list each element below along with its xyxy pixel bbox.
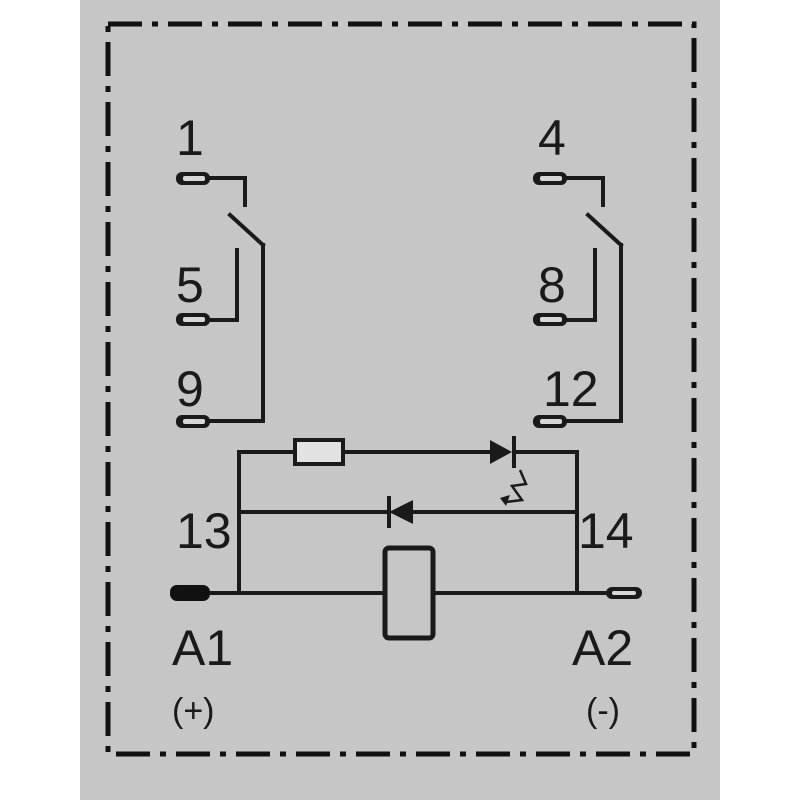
led-emission-arrow <box>505 469 528 504</box>
enclosure-border <box>105 21 697 757</box>
diagram-panel <box>80 0 720 800</box>
wire-contact-12 <box>565 243 623 423</box>
label-terminal-5: 5 <box>176 257 204 313</box>
switch-blade-right <box>585 212 624 248</box>
wire-contact-4 <box>565 176 605 207</box>
label-terminal-9: 9 <box>176 361 204 417</box>
led-symbol <box>490 440 512 464</box>
label-terminal-14: 14 <box>578 503 634 559</box>
contact-set-left <box>176 172 266 428</box>
wire-contact-1 <box>208 176 247 207</box>
contact-set-right <box>533 172 624 428</box>
label-terminal-a1: A1 <box>172 620 233 676</box>
pin-a1 <box>170 585 210 601</box>
label-terminal-1: 1 <box>176 110 204 166</box>
label-a1-polarity: (+) <box>172 692 215 730</box>
wire-right-vertical <box>512 450 579 594</box>
label-terminal-8: 8 <box>538 257 566 313</box>
label-terminal-12: 12 <box>543 361 599 417</box>
wire-contact-5 <box>208 248 239 322</box>
wire-contact-8 <box>565 248 597 322</box>
wire-contact-9 <box>208 243 265 423</box>
switch-blade-left <box>227 212 266 248</box>
wire-left-vertical <box>237 450 297 594</box>
resistor-symbol <box>293 438 345 466</box>
label-terminal-a2: A2 <box>572 620 633 676</box>
label-terminal-13: 13 <box>176 503 232 559</box>
label-terminal-4: 4 <box>538 110 566 166</box>
label-a2-polarity: (-) <box>586 692 620 730</box>
coil-symbol <box>382 545 436 641</box>
diode-symbol <box>389 500 413 524</box>
coil-circuit <box>170 436 642 641</box>
